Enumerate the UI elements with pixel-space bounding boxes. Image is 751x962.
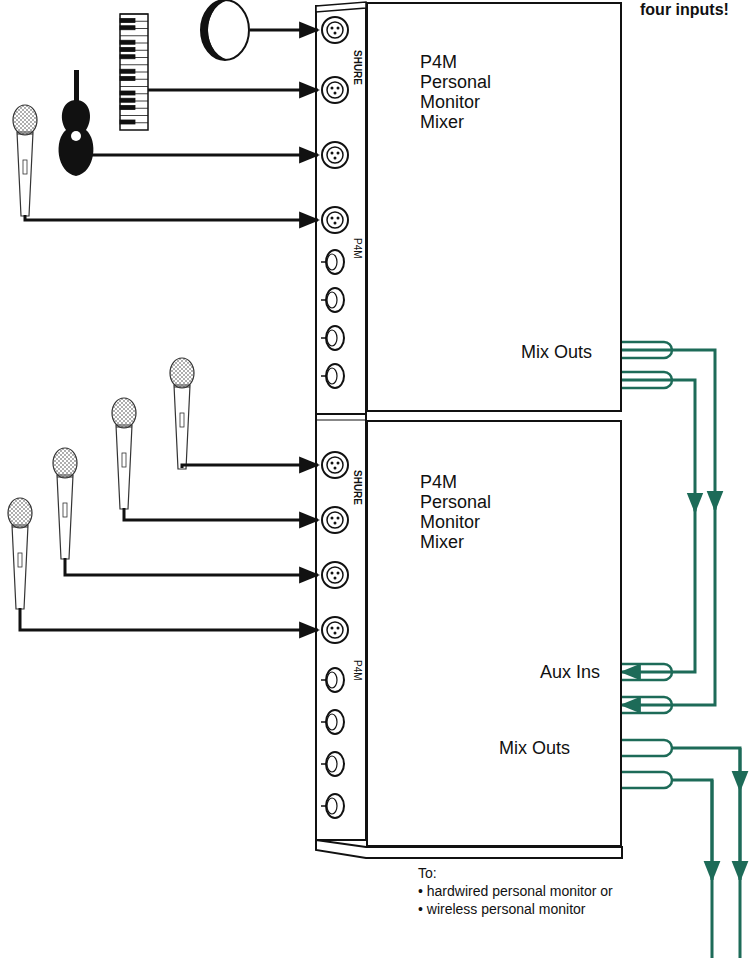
mixer-box: P4M Personal Monitor MixerAux InsMix Out… [366,420,622,847]
port-label: Mix Outs [499,738,570,758]
flow-arrow [694,501,697,511]
mixer-box: P4M Personal Monitor MixerMix Outs [366,2,622,412]
panel-marking: SHURE [352,470,362,505]
destination-note: To: [418,866,437,880]
port-label: Aux Ins [540,662,600,682]
heading-note: four inputs! [640,2,729,18]
mix-cable [622,380,695,672]
panel-marking: SHURE [352,50,362,85]
destination-note: • wireless personal monitor [418,902,586,916]
panel-marking: P4M [352,660,362,681]
flow-arrow [714,500,717,510]
mix-cable [622,350,715,705]
mixer-name: P4M Personal Monitor Mixer [420,472,520,553]
mixer-name: P4M Personal Monitor Mixer [420,52,520,133]
destination-note: • hardwired personal monitor or [418,884,613,898]
panel-marking: P4M [352,238,362,259]
port-label: Mix Outs [521,342,592,362]
